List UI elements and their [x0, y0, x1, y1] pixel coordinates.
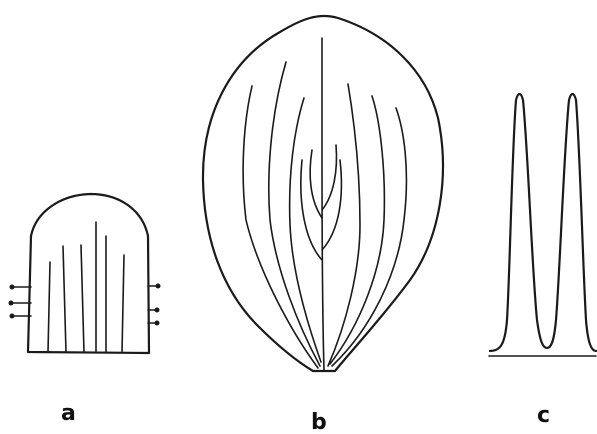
petal-a-vein-2: [63, 246, 66, 352]
petal-a-vein-1: [48, 262, 50, 352]
panel-c: c: [489, 94, 596, 428]
petal-b-vein-2: [310, 150, 322, 218]
panel-c-label: c: [537, 403, 550, 428]
panel-a-label: a: [61, 401, 76, 426]
petal-b-midrib: [322, 38, 324, 370]
petal-a-hairs: [9, 284, 161, 326]
petal-b-vein-6: [269, 62, 320, 366]
petal-b-vein-7: [290, 98, 321, 362]
panel-a: a: [9, 194, 161, 426]
panel-b-label: b: [311, 410, 327, 434]
petal-a-outline: [28, 194, 149, 353]
panel-b: b: [203, 16, 443, 434]
petal-b-vein-5: [243, 86, 318, 368]
petal-c-outline: [490, 94, 596, 351]
petal-a-vein-3: [81, 245, 84, 352]
petal-b-vein-1: [301, 160, 322, 260]
petal-b-vein-4: [322, 145, 336, 210]
petal-a-vein-6: [122, 255, 124, 352]
